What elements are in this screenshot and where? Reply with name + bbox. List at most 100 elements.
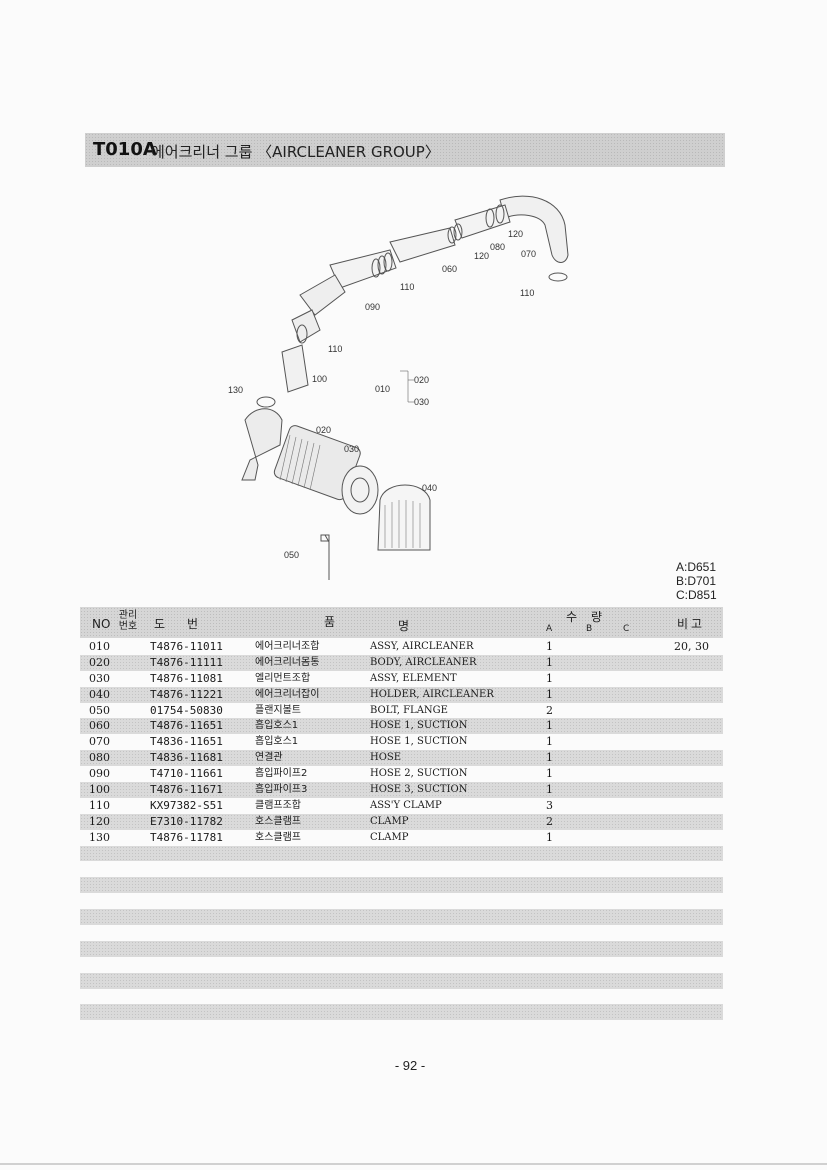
- variant-b: B:D701: [676, 574, 717, 588]
- cell-english-name: HOSE 1, SUCTION: [370, 736, 468, 748]
- cell-part-number: T4876-11221: [150, 687, 223, 701]
- cell-korean-name: 연결관: [255, 752, 283, 764]
- cell-english-name: BOLT, FLANGE: [370, 704, 448, 716]
- svg-text:090: 090: [365, 302, 380, 312]
- svg-text:120: 120: [508, 229, 523, 239]
- cell-english-name: CLAMP: [370, 815, 409, 827]
- cell-korean-name: 에어크리너잡이: [255, 688, 320, 700]
- cell-qty-a: 1: [546, 655, 553, 669]
- table-row: [80, 925, 723, 941]
- cell-no: 130: [89, 830, 110, 844]
- cell-no: 110: [89, 798, 110, 812]
- cell-korean-name: 흡입호스1: [255, 720, 299, 732]
- table-row: [80, 957, 723, 973]
- section-title-bar: T010A 에어크리너 그룹 〈AIRCLEANER GROUP〉: [85, 133, 725, 167]
- table-row: 020 T4876-11111 에어크리너몸통 BODY, AIRCLEANER 1: [80, 654, 723, 671]
- section-title: 에어크리너 그룹 〈AIRCLEANER GROUP〉: [151, 143, 440, 161]
- svg-text:080: 080: [490, 242, 505, 252]
- page-number: - 92 -: [394, 1058, 426, 1073]
- table-row: [80, 1020, 723, 1036]
- svg-text:130: 130: [228, 385, 243, 395]
- svg-text:120: 120: [474, 251, 489, 261]
- cell-english-name: HOSE: [370, 752, 402, 764]
- svg-text:060: 060: [442, 264, 457, 274]
- cell-no: 050: [89, 703, 110, 717]
- svg-text:030: 030: [344, 444, 359, 454]
- cell-korean-name: 에어크리너몸통: [255, 656, 320, 668]
- cell-no: 010: [89, 640, 110, 653]
- cell-part-number: T4876-11111: [150, 655, 223, 669]
- cell-no: 100: [89, 783, 110, 797]
- parts-table-header: NO 관리 번호 도번 품 명 수량 A B C 비고: [80, 607, 723, 638]
- cell-korean-name: 클램프조합: [255, 799, 301, 811]
- cell-part-number: T4876-11011: [150, 640, 223, 653]
- variant-legend: A:D651 B:D701 C:D851: [676, 560, 736, 602]
- cell-qty-a: 3: [546, 798, 553, 812]
- cell-korean-name: 엘리먼트조합: [255, 672, 311, 684]
- cell-part-number: KX97382-S51: [150, 798, 223, 812]
- cell-english-name: HOSE 3, SUCTION: [370, 784, 468, 796]
- scan-edge: [0, 1163, 827, 1165]
- cell-qty-a: 1: [546, 735, 553, 749]
- cell-no: 030: [89, 671, 110, 685]
- cell-part-number: T4836-11681: [150, 751, 223, 765]
- cell-korean-name: 흡입파이프2: [255, 768, 308, 780]
- cell-part-number: T4876-11651: [150, 719, 223, 733]
- table-row: [80, 861, 723, 877]
- cell-english-name: HOSE 1, SUCTION: [370, 720, 468, 732]
- header-name: 품: [324, 615, 336, 629]
- cell-qty-a: 1: [546, 719, 553, 733]
- svg-text:010: 010: [375, 384, 390, 394]
- svg-text:020: 020: [316, 425, 331, 435]
- cell-korean-name: 플랜지볼트: [255, 704, 301, 716]
- cell-no: 120: [89, 814, 110, 828]
- cell-remark: 20, 30: [674, 640, 709, 653]
- cell-no: 040: [89, 687, 110, 701]
- cell-english-name: ASSY, ELEMENT: [370, 672, 457, 684]
- exploded-parts-diagram: 120 080 120 070 060 110 110 090 110 100 …: [228, 195, 569, 580]
- header-description: 명: [398, 619, 410, 633]
- cell-qty-a: 1: [546, 640, 553, 653]
- header-management-number: 관리 번호: [116, 610, 140, 632]
- cell-english-name: HOLDER, AIRCLEANER: [370, 688, 494, 700]
- cell-qty-a: 1: [546, 767, 553, 781]
- cell-no: 070: [89, 735, 110, 749]
- header-qty-c: C: [623, 624, 630, 634]
- header-drawing-number: 도번: [154, 617, 221, 631]
- variant-c: C:D851: [676, 588, 717, 602]
- cell-part-number: 01754-50830: [150, 703, 223, 717]
- cell-qty-a: 1: [546, 671, 553, 685]
- cell-part-number: T4876-11781: [150, 830, 223, 844]
- cell-no: 020: [89, 655, 110, 669]
- cell-part-number: T4876-11671: [150, 783, 223, 797]
- table-row: [80, 893, 723, 909]
- table-row: [80, 909, 723, 926]
- cell-english-name: BODY, AIRCLEANER: [370, 656, 477, 668]
- svg-text:030: 030: [414, 397, 429, 407]
- cell-korean-name: 흡입호스1: [255, 736, 299, 748]
- header-no: NO: [92, 617, 111, 631]
- table-row: [80, 877, 723, 894]
- cell-qty-a: 1: [546, 830, 553, 844]
- cell-korean-name: 흡입파이프3: [255, 784, 308, 796]
- table-row: 040 T4876-11221 에어크리너잡이 HOLDER, AIRCLEANER 1: [80, 686, 723, 703]
- header-mgmt-bottom: 번호: [118, 621, 138, 632]
- table-row: [80, 940, 723, 957]
- svg-text:020: 020: [414, 375, 429, 385]
- cell-qty-a: 1: [546, 687, 553, 701]
- cell-korean-name: 호스클램프: [255, 831, 301, 843]
- svg-text:070: 070: [521, 249, 536, 259]
- svg-text:040: 040: [422, 483, 437, 493]
- table-row: [80, 1004, 723, 1021]
- svg-text:100: 100: [312, 374, 327, 384]
- header-qty-b: B: [586, 624, 593, 634]
